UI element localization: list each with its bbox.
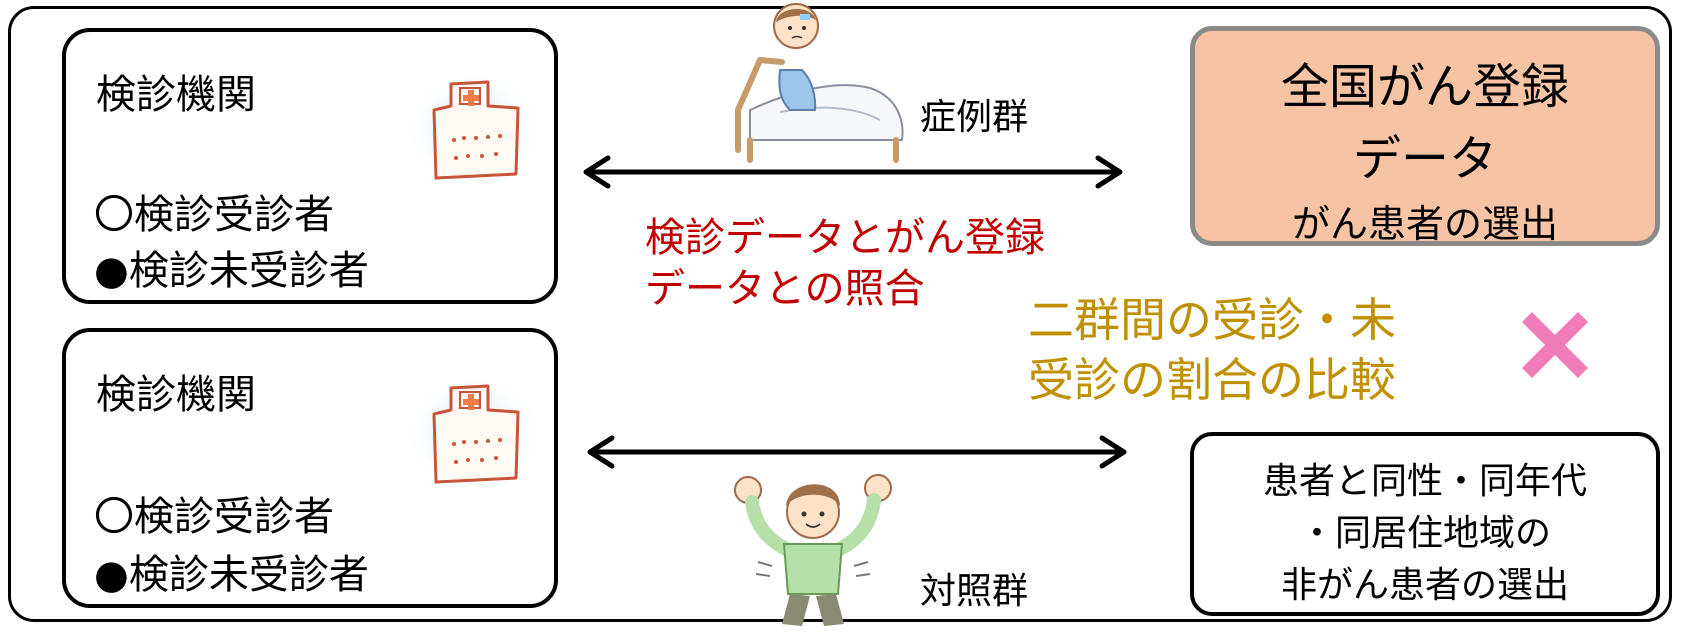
- sick-person-in-bed-icon: [720, 0, 920, 174]
- institution-title: 検診機関: [96, 372, 256, 418]
- double-arrow-icon: [582, 432, 1132, 476]
- institution-title: 検診機関: [96, 72, 256, 118]
- unscreened-label: ●検診未受診者: [94, 552, 369, 598]
- double-arrow-icon: [578, 152, 1128, 196]
- matching-line-2: データとの照合: [645, 266, 925, 312]
- case-group-label: 症例群: [920, 97, 1029, 138]
- institution-box-2: 検診機関 〇検診受診者 ●検診未受診者: [62, 328, 558, 608]
- control-selection-line-2: ・同居住地域の: [1298, 513, 1551, 554]
- pink-cross-icon: [1510, 300, 1600, 394]
- healthy-person-icon: [728, 462, 898, 636]
- comparison-line-1: 二群間の受診・未: [1028, 293, 1396, 347]
- control-selection-box: 患者と同性・同年代 ・同居住地域の 非がん患者の選出: [1190, 432, 1660, 616]
- registry-title-line-2: データ: [1352, 131, 1497, 187]
- matching-line-1: 検診データとがん登録: [645, 215, 1045, 261]
- hospital-icon: [396, 366, 546, 500]
- control-selection-line-3: 非がん患者の選出: [1280, 565, 1569, 606]
- screened-label: 〇検診受診者: [94, 494, 334, 540]
- control-selection-line-1: 患者と同性・同年代: [1262, 461, 1587, 502]
- registry-subtitle: がん患者の選出: [1291, 202, 1558, 246]
- unscreened-label: ●検診未受診者: [94, 248, 369, 294]
- control-group-label: 対照群: [920, 571, 1029, 612]
- registry-title-line-1: 全国がん登録: [1280, 59, 1569, 115]
- screened-label: 〇検診受診者: [94, 192, 334, 238]
- cancer-registry-box: 全国がん登録 データ がん患者の選出: [1190, 26, 1660, 246]
- comparison-line-2: 受診の割合の比較: [1028, 353, 1396, 407]
- institution-box-1: 検診機関 〇検診受診者 ●検診未受診者: [62, 28, 558, 304]
- hospital-icon: [396, 62, 546, 196]
